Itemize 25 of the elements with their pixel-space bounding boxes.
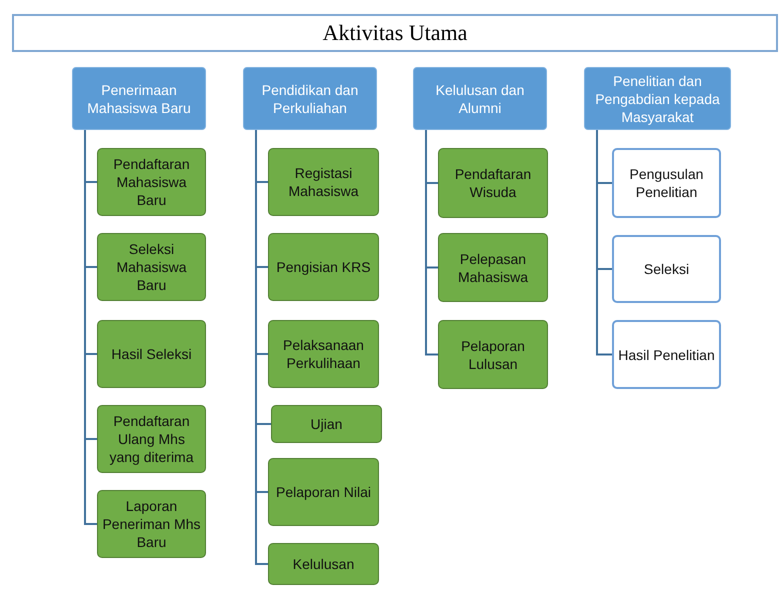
activity-box: Pendaftaran Mahasiswa Baru bbox=[97, 148, 206, 216]
category-box: Penelitian dan Pengabdian kepada Masyarakat bbox=[584, 67, 731, 130]
activity-box: Pendaftaran Ulang Mhs yang diterima bbox=[97, 405, 206, 473]
category-box: Pendidikan dan Perkuliahan bbox=[243, 67, 377, 130]
category-box: Kelulusan dan Alumni bbox=[413, 67, 547, 130]
activity-box: Seleksi bbox=[612, 235, 721, 303]
activity-box: Pelepasan Mahasiswa bbox=[438, 233, 548, 302]
activity-box: Registasi Mahasiswa bbox=[268, 148, 379, 216]
activity-box: Pelaksanaan Perkulihaan bbox=[268, 320, 379, 388]
connector-line bbox=[596, 130, 612, 356]
connector-line bbox=[425, 130, 438, 356]
activity-box: Laporan Peneriman Mhs Baru bbox=[97, 490, 206, 558]
activity-box: Seleksi Mahasiswa Baru bbox=[97, 233, 206, 301]
activity-box: Hasil Seleksi bbox=[97, 320, 206, 388]
activity-box: Pendaftaran Wisuda bbox=[438, 148, 548, 218]
activity-box: Pelaporan Nilai bbox=[268, 458, 379, 526]
category-box: Penerimaan Mahasiswa Baru bbox=[72, 67, 206, 130]
activity-box: Pelaporan Lulusan bbox=[438, 320, 548, 389]
activity-box: Ujian bbox=[271, 405, 382, 443]
activity-box: Kelulusan bbox=[268, 543, 379, 585]
activity-box: Pengisian KRS bbox=[268, 233, 379, 301]
title-box: Aktivitas Utama bbox=[12, 14, 778, 52]
activity-box: Pengusulan Penelitian bbox=[612, 148, 721, 218]
connector-line bbox=[84, 130, 97, 525]
activity-box: Hasil Penelitian bbox=[612, 320, 721, 389]
